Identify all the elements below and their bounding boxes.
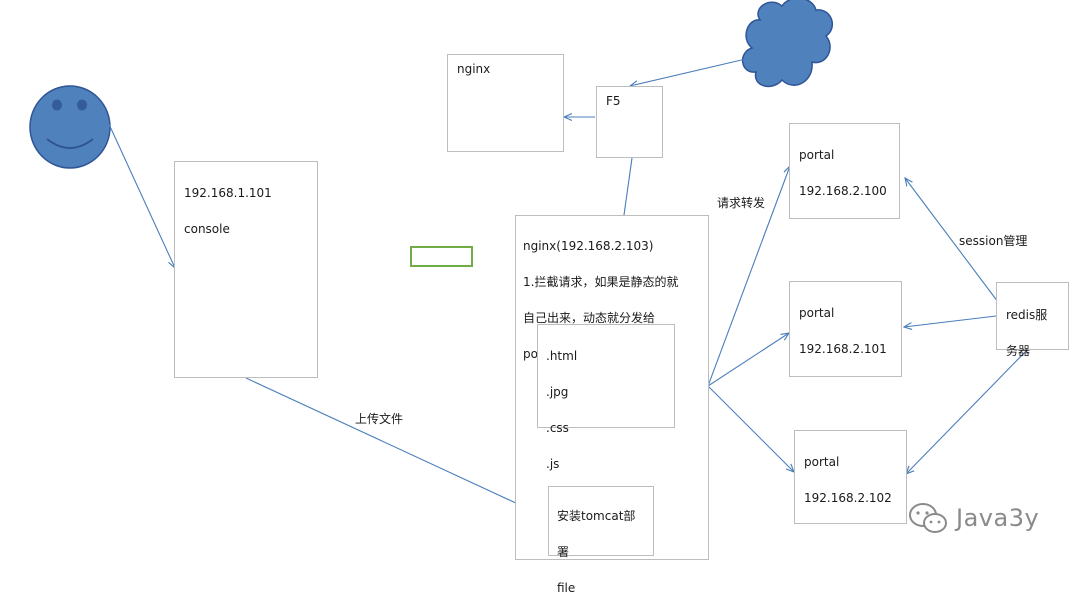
nginx-main-desc-2: 自己出来，动态就分发给 <box>523 311 656 325</box>
portal-box-102: portal 192.168.2.102 <box>794 430 907 524</box>
arrow-nginx-to-portal3 <box>707 385 794 472</box>
portal-box-100: portal 192.168.2.100 <box>789 123 900 219</box>
internet-cloud-icon <box>742 0 834 88</box>
tomcat-line-2: 署 <box>557 545 570 559</box>
arrow-user-to-console <box>107 121 175 268</box>
portal-box-101: portal 192.168.2.101 <box>789 281 902 377</box>
portal-102-text: portal 192.168.2.102 <box>804 435 892 525</box>
portal-101-text: portal 192.168.2.101 <box>799 286 887 376</box>
arrow-console-to-tomcat <box>245 377 546 517</box>
static-file-css: .css <box>546 421 569 435</box>
console-ip: 192.168.1.101 <box>184 186 272 200</box>
user-smiley-icon <box>29 85 111 169</box>
console-label: console <box>184 222 230 236</box>
static-files-list: .html .jpg .css .js <box>546 329 577 491</box>
arrow-redis-to-portal1 <box>905 178 999 303</box>
diagram-canvas <box>29 0 1029 566</box>
watermark-text: Java3y <box>956 504 1040 532</box>
static-files-box: .html .jpg .css .js <box>537 324 675 471</box>
tomcat-line-1: 安装tomcat部 <box>557 509 636 523</box>
portal-101-title: portal <box>799 306 835 320</box>
f5-box: F5 <box>596 86 663 158</box>
portal-100-ip: 192.168.2.100 <box>799 184 887 198</box>
redis-line-2: 务器 <box>1006 344 1031 358</box>
static-file-js: .js <box>546 457 560 471</box>
portal-101-ip: 192.168.2.101 <box>799 342 887 356</box>
nginx-top-box: nginx <box>447 54 564 152</box>
portal-102-ip: 192.168.2.102 <box>804 491 892 505</box>
nginx-main-text: nginx(192.168.2.103) 1.拦截请求，如果是静态的就 自己出来… <box>523 219 678 381</box>
nginx-main-title: nginx(192.168.2.103) <box>523 239 654 253</box>
portal-100-title: portal <box>799 148 835 162</box>
tomcat-line-3: file <box>557 581 576 595</box>
arrow-redis-to-portal3 <box>906 348 1029 474</box>
nginx-top-label: nginx <box>457 62 491 76</box>
arrow-cloud-to-f5 <box>630 57 751 86</box>
arrow-redis-to-portal2 <box>904 315 997 327</box>
tomcat-box: 安装tomcat部 署 file <box>548 486 654 595</box>
upload-label: 上传文件 <box>355 412 404 426</box>
console-box-text: 192.168.1.101 console <box>184 166 272 256</box>
nginx-main-desc-1: 1.拦截请求，如果是静态的就 <box>523 275 679 289</box>
portal-100-text: portal 192.168.2.100 <box>799 128 887 218</box>
f5-label: F5 <box>606 94 621 108</box>
static-file-html: .html <box>546 349 578 363</box>
session-label: session管理 <box>959 234 1028 248</box>
console-box: 192.168.1.101 console <box>174 161 318 378</box>
tomcat-text: 安装tomcat部 署 file <box>557 489 635 615</box>
wechat-icon <box>909 503 947 533</box>
arrow-nginx-to-portal2 <box>707 333 789 387</box>
arrow-nginx-to-portal1 <box>707 166 790 387</box>
green-rectangle <box>410 246 473 267</box>
redis-line-1: redis服 <box>1006 308 1048 322</box>
static-file-jpg: .jpg <box>546 385 569 399</box>
portal-102-title: portal <box>804 455 840 469</box>
redis-box: redis服 务器 <box>996 282 1069 358</box>
watermark: Java3y <box>906 500 1039 536</box>
redis-text: redis服 务器 <box>1006 288 1047 378</box>
forward-label: 请求转发 <box>717 196 766 210</box>
